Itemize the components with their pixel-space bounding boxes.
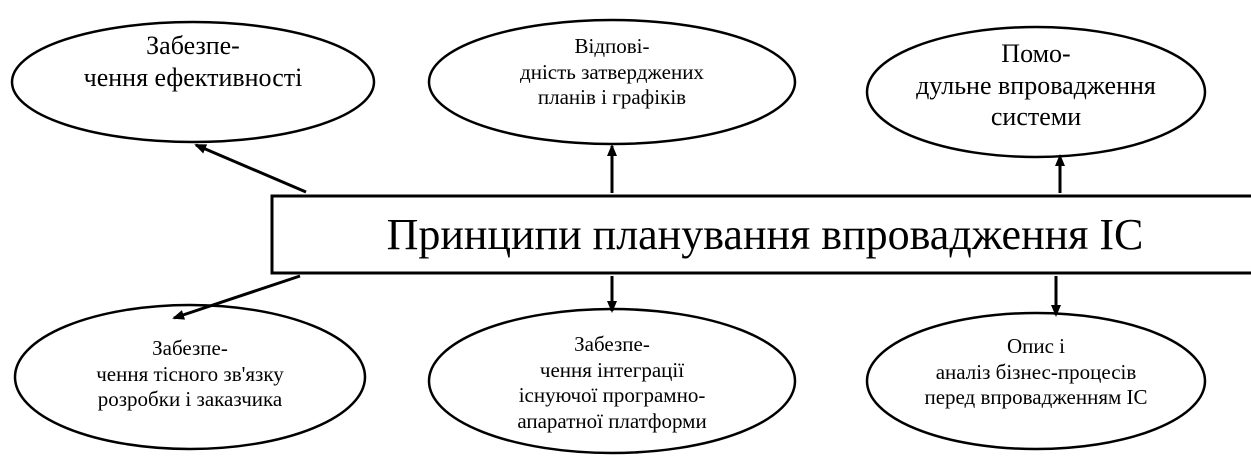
ellipse-efficiency xyxy=(10,20,376,144)
arrow-to-developer-customer xyxy=(172,274,301,320)
developer-customer-label: Забезпе- чення тісного зв'язку розробки … xyxy=(96,336,284,412)
ellipse-modular-implementation xyxy=(865,25,1207,159)
central-title: Принципи планування впровадження ІС xyxy=(386,210,1144,259)
process-analysis-label: Опис і аналіз бізнес-процесів перед впро… xyxy=(924,334,1148,410)
central-box xyxy=(270,194,1251,275)
ellipse-developer-customer xyxy=(13,303,367,451)
plans-compliance-label: Відпові- дність затверджених планів і гр… xyxy=(520,34,704,110)
efficiency-label: Забезпе- чення ефективності xyxy=(83,31,303,92)
modular-implementation-label: Помо- дульне впровадження системи xyxy=(916,39,1156,132)
arrow-to-efficiency xyxy=(194,143,307,194)
ellipse-process-analysis xyxy=(865,311,1207,451)
platform-integration-label: Забезпе- чення інтеграції існуючої прогр… xyxy=(517,332,707,433)
